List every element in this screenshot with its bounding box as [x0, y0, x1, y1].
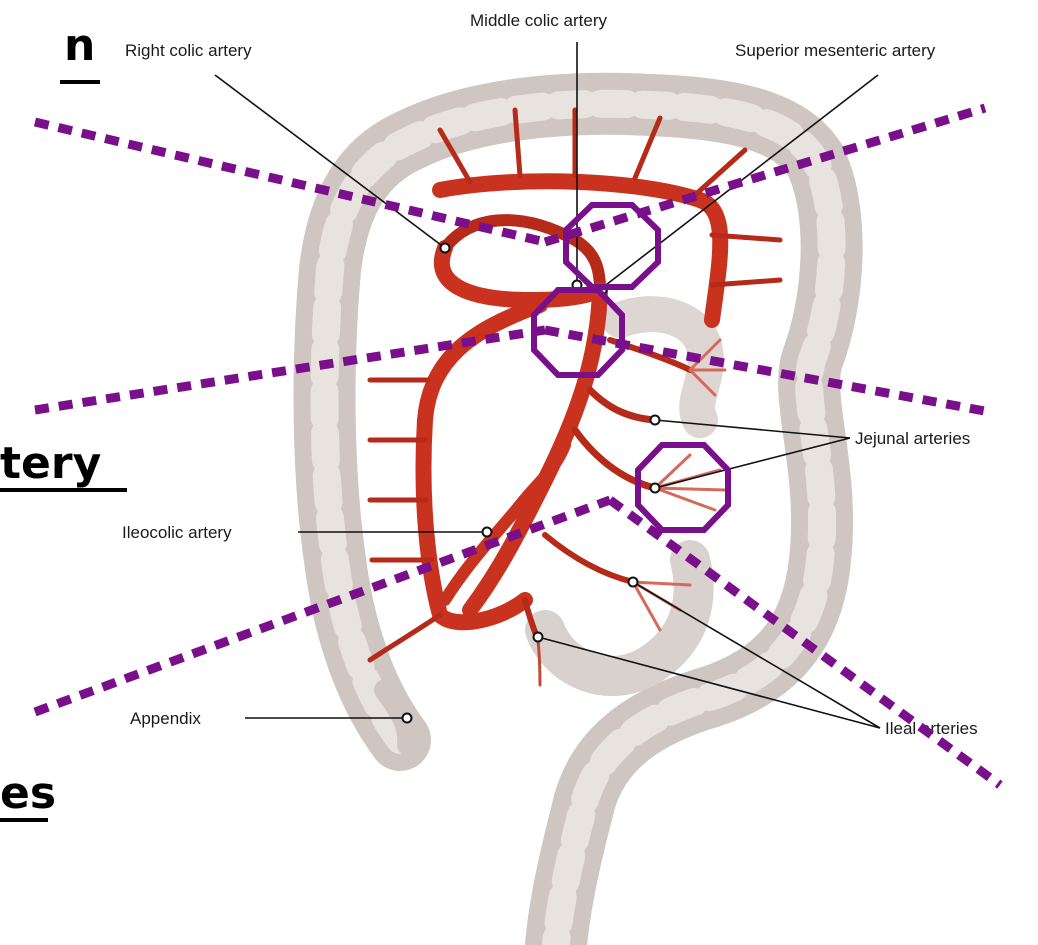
- marker-ileocolic: [483, 528, 492, 537]
- cropped-text-top: n: [64, 20, 95, 71]
- ileal-branch-1: [545, 535, 633, 582]
- ileocolic-vessel: [423, 305, 540, 622]
- jejunal-branch-2: [575, 430, 655, 488]
- label-right-colic: Right colic artery: [125, 41, 252, 60]
- dashed-line-middle-1: [35, 330, 545, 410]
- cropped-text-bottom: es: [0, 768, 56, 819]
- marker-jejunal-1: [651, 416, 660, 425]
- marker-appendix: [403, 714, 412, 723]
- marker-ileal-2: [534, 633, 543, 642]
- crossing-vessel: [445, 445, 565, 600]
- label-ileocolic: Ileocolic artery: [122, 523, 232, 542]
- label-middle-colic: Middle colic artery: [470, 11, 607, 30]
- jejunal-branch-1: [590, 390, 655, 420]
- marker-jejunal-2: [651, 484, 660, 493]
- label-superior-mesenteric: Superior mesenteric artery: [735, 41, 936, 60]
- marker-right-colic: [441, 244, 450, 253]
- jejunal-fan: [655, 455, 725, 510]
- label-ileal: Ileal arteries: [885, 719, 978, 738]
- cropped-text-middle: tery: [0, 438, 101, 489]
- ileal-branch-3: [538, 640, 540, 685]
- label-jejunal: Jejunal arteries: [855, 429, 970, 448]
- marker-ileal-1: [629, 578, 638, 587]
- arteries: [370, 110, 780, 685]
- twig-5: [695, 150, 745, 195]
- label-appendix: Appendix: [130, 709, 201, 728]
